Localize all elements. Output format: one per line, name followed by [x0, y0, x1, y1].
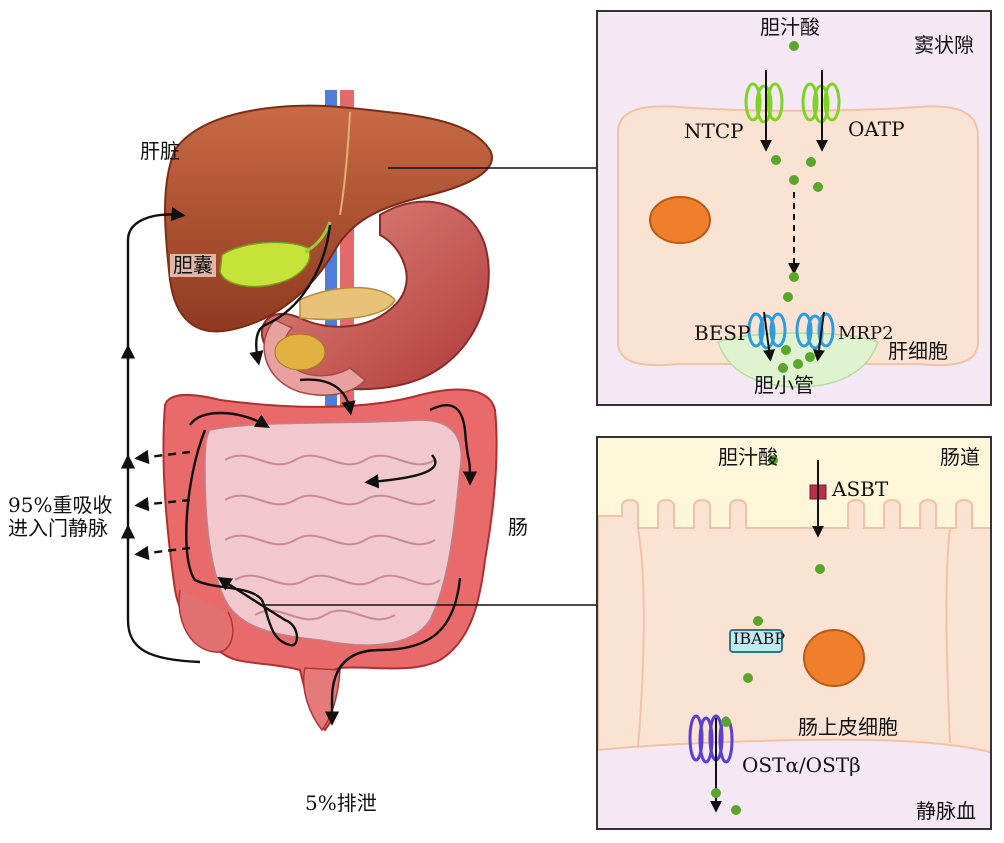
enterocyte-panel: 胆汁酸 肠道 ASBT IBABP 肠上皮细胞 OSTα/OSTβ 静脉血	[596, 436, 992, 830]
duodenal-arrow	[299, 378, 356, 416]
canaliculus-label: 胆小管	[754, 373, 814, 397]
small-intestine	[204, 419, 462, 646]
gallbladder-label: 胆囊	[170, 254, 216, 277]
ileal-arrow	[364, 454, 437, 489]
ileum-arrow	[429, 404, 478, 486]
reabsorption-line-2: 进入门静脉	[8, 516, 108, 540]
enterocyte-nucleus	[803, 629, 865, 687]
ost-transporter	[688, 714, 734, 764]
venous-blood-label: 静脉血	[916, 799, 976, 823]
hepatocyte-panel-graphic	[617, 41, 979, 388]
enterocyte-label: 肠上皮细胞	[798, 715, 898, 739]
bile-acid-dots	[771, 41, 823, 373]
venous-blood-region	[598, 738, 990, 828]
hepatocyte-flow-arrows	[760, 70, 828, 362]
ibabp-protein	[729, 629, 783, 653]
ntcp-transporter	[744, 82, 784, 124]
pancreas	[299, 286, 396, 321]
sinusoid-label: 窦状隙	[914, 33, 974, 57]
epithelium-cell-borders	[637, 527, 951, 749]
rectum	[302, 667, 341, 732]
circulation-arrows	[120, 206, 478, 726]
reabsorption-line-1: 95%重吸收	[8, 493, 113, 517]
enterocyte-panel-graphic	[598, 455, 990, 828]
portal-return-path	[126, 206, 201, 664]
hepatocyte-cell	[617, 105, 979, 367]
hepatocyte-panel: 胆汁酸 窦状隙 NTCP OATP BESP MRP2 肝细胞 胆小管	[596, 10, 992, 406]
colon-loop-arrow	[185, 429, 299, 647]
bile-flow-arrow	[249, 224, 332, 366]
gallbladder	[219, 241, 311, 288]
hepatocyte-nucleus	[649, 196, 711, 244]
besp-label: BESP	[694, 321, 751, 345]
reabsorption-label: 95%重吸收 进入门静脉	[8, 494, 112, 540]
mrp2-label: MRP2	[838, 323, 894, 344]
excretion-label: 5%排泄	[305, 791, 377, 815]
caecum	[178, 589, 234, 653]
intestinal-epithelium	[598, 499, 990, 754]
hepatocyte-label: 肝细胞	[888, 339, 948, 363]
oatp-transporter	[801, 82, 841, 124]
liver-label: 肝脏	[140, 139, 180, 163]
small-intestine-loops	[224, 454, 441, 621]
ost-label: OSTα/OSTβ	[742, 753, 861, 777]
besp-transporter	[747, 312, 787, 350]
int-bile-acid-label: 胆汁酸	[718, 445, 778, 469]
intestinal-bile-acid-dots	[711, 455, 825, 815]
hep-bile-acid-label: 胆汁酸	[760, 15, 820, 39]
liver-fissure	[339, 111, 351, 216]
bile-duct	[304, 221, 332, 254]
oatp-label: OATP	[848, 117, 905, 141]
intestine-label: 肠	[508, 515, 528, 539]
ibabp-label: IBABP	[733, 629, 786, 648]
jejunum-arrow	[188, 411, 270, 428]
pancreas-head	[274, 333, 326, 371]
excretion-arrow	[324, 577, 462, 726]
ntcp-label: NTCP	[684, 119, 744, 143]
asbt-label: ASBT	[832, 477, 889, 501]
lumen-label: 肠道	[940, 445, 980, 469]
